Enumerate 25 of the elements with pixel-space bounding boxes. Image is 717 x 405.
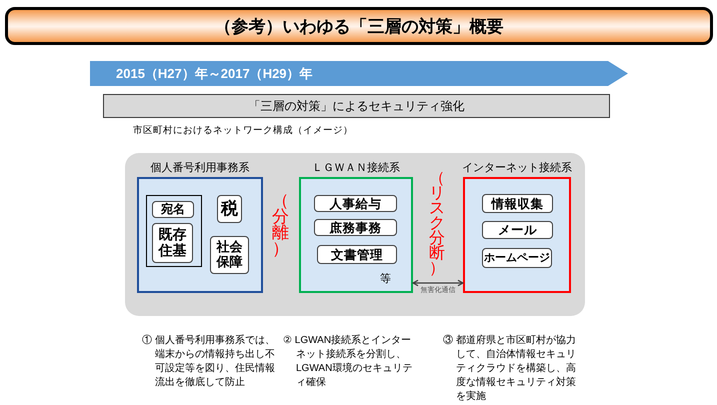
task-box: 情報収集 — [482, 194, 553, 213]
task-box: 社会保障 — [210, 236, 249, 274]
task-box: ホームページ — [482, 248, 552, 268]
task-box: 庶務事務 — [314, 219, 397, 236]
double-arrow — [412, 280, 464, 286]
task-box: 宛名 — [152, 201, 194, 218]
task-box: 文書管理 — [317, 245, 397, 264]
task-box: 既存住基 — [152, 223, 193, 263]
note-text: ① 個人番号利用事務系では、端末からの情報持ち出し不可設定等を図り、住民情報流出を徹底して防止 — [142, 334, 276, 390]
task-box: 人事給与 — [314, 195, 397, 212]
group-frame — [146, 195, 202, 267]
task-box: 税 — [217, 195, 242, 223]
etc-text: 等 — [380, 272, 391, 286]
zone-heading: ＬＧＷＡＮ接続系 — [312, 162, 400, 175]
period-text: 2015（H27）年～2017（H29）年 — [116, 65, 313, 82]
panel-heading: 市区町村におけるネットワーク構成（イメージ） — [133, 124, 353, 137]
note-text: ③ 都道府県と市区町村が協力して、自治体情報セキュリティクラウドを構築し、高度な情報セキュリティ対策を実施 — [443, 334, 577, 404]
task-box: メール — [482, 221, 553, 239]
zone-heading: 個人番号利用事務系 — [150, 162, 250, 175]
risk-split-text: （リスク分断） — [428, 171, 446, 276]
banner-box: 「三層の対策」によるセキュリティ強化 — [103, 94, 610, 118]
title-banner: （参考）いわゆる「三層の対策」概要 — [5, 7, 713, 45]
note-text: ② LGWAN接続系とインターネット接続系を分割し、LGWAN環境のセキュリティ確保 — [283, 334, 414, 390]
separation-text: （分離） — [271, 193, 290, 257]
zone-heading: インターネット接続系 — [462, 162, 572, 175]
